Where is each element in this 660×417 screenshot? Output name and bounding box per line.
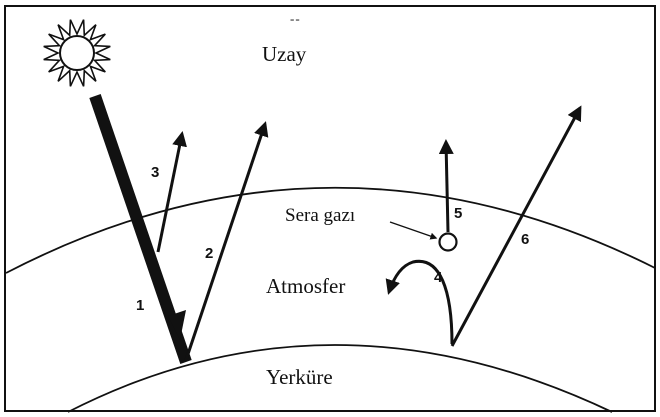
arrow-2-number: 2 [205,245,214,262]
arrow-3-atmosphere-reflection [156,131,187,253]
arrow-6-number: 6 [521,231,530,248]
greenhouse-gas-molecule-icon [438,232,458,252]
arrow-4-number: 4 [434,269,443,286]
arrow-1-head [168,310,186,340]
greenhouse-gas-label: Sera gazı [285,205,356,226]
arrow-2-surface-reflection [184,121,269,361]
top-mark: -- [290,11,301,26]
arrow-4-reradiation [385,259,454,345]
earth-surface [67,344,613,413]
sun-icon [43,19,111,87]
atmosphere-boundary [5,186,656,274]
arrow-3-number: 3 [151,164,160,181]
frame-border [4,5,656,412]
arrow-6-longwave-emission [450,105,582,347]
sun-rays [43,19,111,87]
space-label: Uzay [262,42,307,66]
atmosphere-label: Atmosfer [266,274,346,298]
arrow-5-number: 5 [454,205,463,222]
earth-label: Yerküre [266,365,333,389]
arrow-5-escape-to-space [438,139,454,233]
greenhouse-gas-pointer [389,221,438,240]
arrow-1-number: 1 [136,297,145,314]
